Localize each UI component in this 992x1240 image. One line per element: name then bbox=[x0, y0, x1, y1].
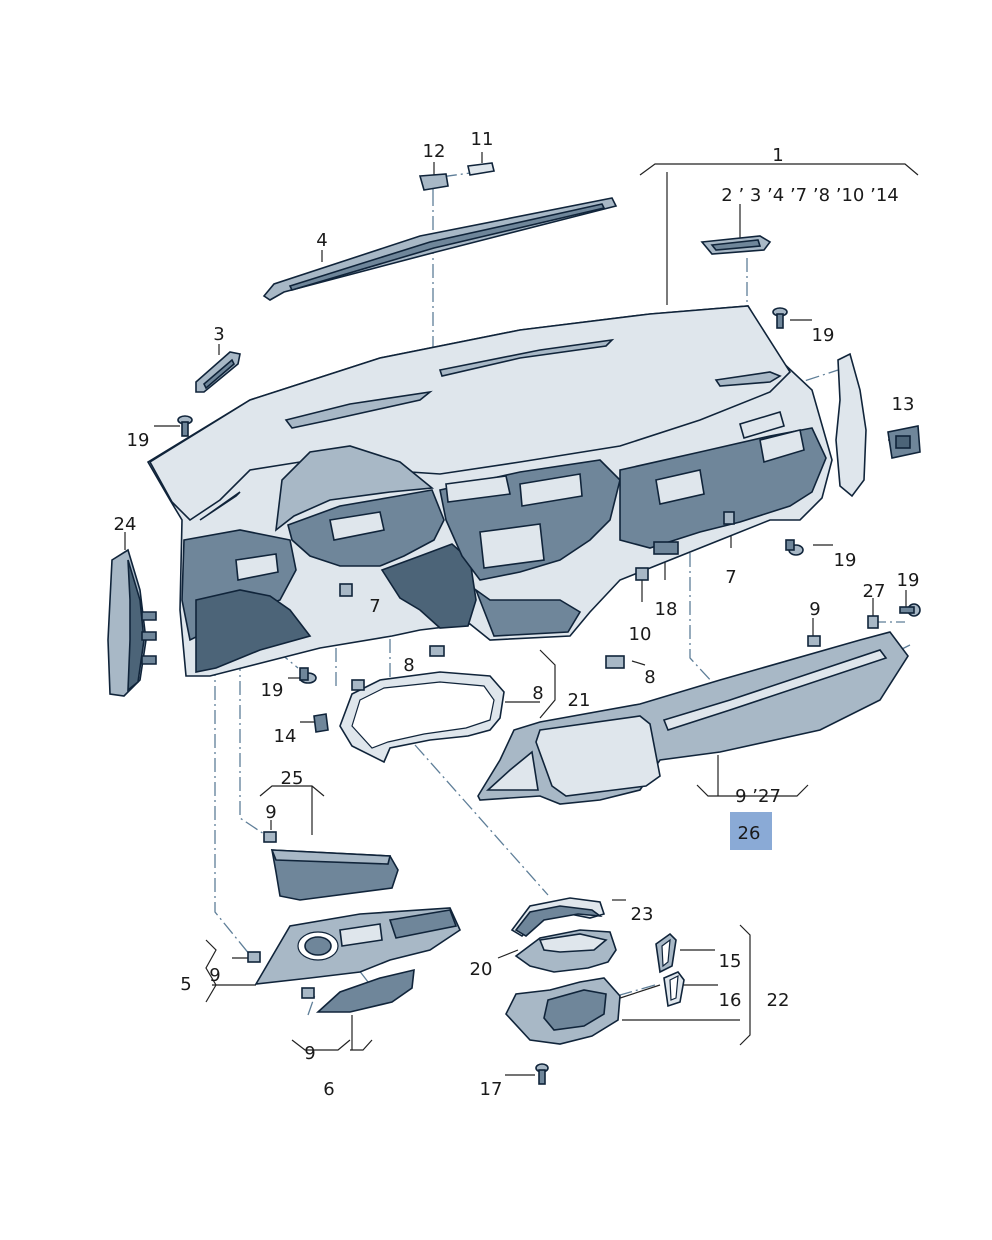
label-1: 1 bbox=[772, 145, 783, 166]
parts bbox=[107, 162, 921, 1085]
label-19-b: 19 bbox=[127, 430, 150, 451]
label-19-e: 19 bbox=[261, 680, 284, 701]
dashboard-top-panel bbox=[148, 305, 792, 522]
clip-7-left bbox=[339, 583, 353, 597]
label-13: 13 bbox=[892, 394, 915, 415]
label-23: 23 bbox=[631, 904, 654, 925]
label-19-a: 19 bbox=[812, 325, 835, 346]
label-22: 22 bbox=[767, 990, 790, 1011]
screw-19-left bbox=[177, 415, 193, 437]
nut-9-lower bbox=[247, 951, 261, 963]
label-12: 12 bbox=[423, 141, 446, 162]
label-21: 21 bbox=[568, 690, 591, 711]
nut-9-left bbox=[263, 831, 277, 843]
label-7-right: 7 bbox=[725, 567, 736, 588]
nut-9-top-right bbox=[807, 635, 821, 647]
label-8-c: 8 bbox=[532, 683, 543, 704]
label-16: 16 bbox=[719, 990, 742, 1011]
clip-10 bbox=[635, 567, 649, 581]
clip-18 bbox=[653, 541, 679, 555]
label-25: 25 bbox=[281, 768, 304, 789]
nut-9-bottom bbox=[301, 987, 315, 999]
label-9-27: 9 ’27 bbox=[735, 786, 781, 807]
label-7-left: 7 bbox=[369, 596, 380, 617]
label-18: 18 bbox=[655, 599, 678, 620]
label-10: 10 bbox=[629, 624, 652, 645]
side-bracket bbox=[835, 352, 867, 498]
cover-6 bbox=[315, 968, 415, 1013]
clip-8-right bbox=[605, 655, 625, 669]
screw-19-top bbox=[772, 307, 788, 329]
clip-8-lower bbox=[351, 679, 365, 691]
label-26: 26 bbox=[738, 823, 761, 844]
label-8-a: 8 bbox=[403, 655, 414, 676]
label-5: 5 bbox=[180, 974, 191, 995]
label-9-a: 9 bbox=[809, 599, 820, 620]
label-6: 6 bbox=[323, 1079, 334, 1100]
label-17: 17 bbox=[480, 1079, 503, 1100]
label-19-c: 19 bbox=[834, 550, 857, 571]
screw-17 bbox=[535, 1063, 549, 1085]
label-3: 3 bbox=[213, 324, 224, 345]
label-20: 20 bbox=[470, 959, 493, 980]
clip-8-top bbox=[429, 645, 445, 657]
screw-19-right bbox=[785, 539, 804, 556]
highlight-box-26 bbox=[730, 812, 772, 850]
labels: 1 2 ’ 3 ’4 ’7 ’8 ’10 ’14 12 11 4 3 19 13… bbox=[114, 129, 920, 1100]
label-9-b: 9 bbox=[265, 802, 276, 823]
clip-7-right bbox=[723, 511, 735, 525]
label-11: 11 bbox=[471, 129, 494, 150]
clip-11 bbox=[467, 162, 495, 176]
screw-19-far bbox=[899, 603, 921, 617]
label-4: 4 bbox=[316, 230, 327, 251]
screw-19-mid bbox=[299, 667, 317, 684]
label-1-list: 2 ’ 3 ’4 ’7 ’8 ’10 ’14 bbox=[721, 185, 898, 206]
label-9-d: 9 bbox=[304, 1043, 315, 1064]
bracket-14 bbox=[313, 713, 329, 733]
clip-12 bbox=[418, 173, 449, 191]
label-14: 14 bbox=[274, 726, 297, 747]
clip-27 bbox=[867, 615, 879, 629]
label-8-b: 8 bbox=[644, 667, 655, 688]
label-19-d: 19 bbox=[897, 570, 920, 591]
label-15: 15 bbox=[719, 951, 742, 972]
label-24: 24 bbox=[114, 514, 137, 535]
label-27: 27 bbox=[863, 581, 886, 602]
label-9-c: 9 bbox=[209, 965, 220, 986]
